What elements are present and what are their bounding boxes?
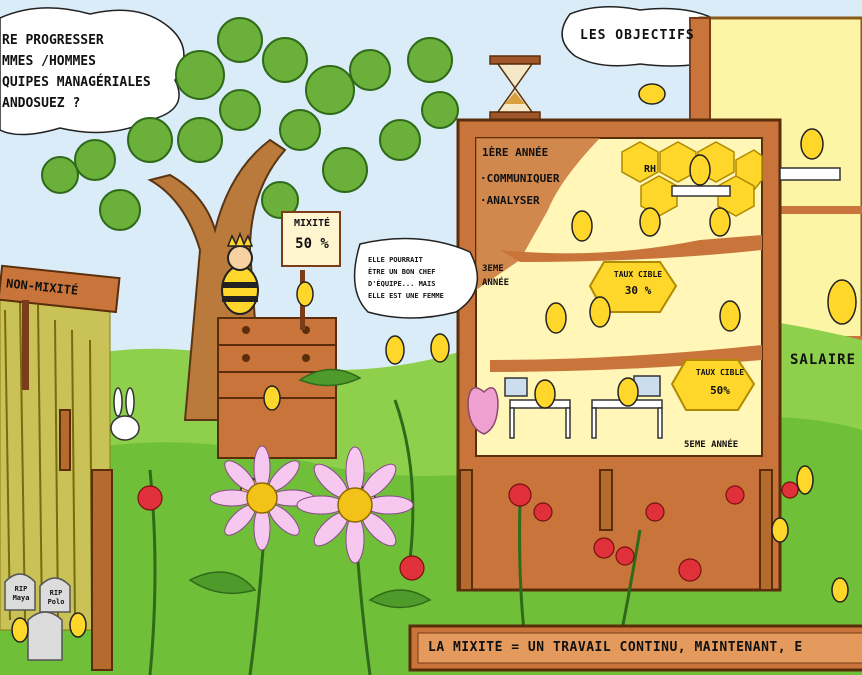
crown-icon [226, 231, 254, 247]
fence [59, 409, 113, 671]
queen-sign-line1: MIXITÉ [293, 218, 331, 229]
top-left-bubble-text: RE PROGRESSER MMES /HOMMES QUIPES MANAGÉ… [2, 33, 151, 111]
board-year1-label: 1ÈRE ANNÉE [482, 146, 549, 159]
grave-label-maya: RIP Maya [12, 585, 30, 602]
tree-icon [41, 17, 459, 421]
target2-label: TAUX CIBLE [695, 368, 745, 377]
salary-label: SALAIRE [790, 352, 857, 368]
bee-icon [221, 245, 259, 315]
board-item-analyser: ·ANALYSER [480, 194, 540, 207]
speech-bubble [353, 237, 479, 319]
target2-value: 50% [710, 384, 730, 397]
objectives-bubble-text: LES OBJECTIFS [580, 28, 695, 43]
queen-sign-line2: 50 % [295, 236, 329, 252]
target1-value: 30 % [624, 284, 652, 297]
target1-label: TAUX CIBLE [613, 270, 663, 279]
footer-banner-text: LA MIXITÉ = UN TRAVAIL CONTINU, MAINTENA… [428, 640, 803, 655]
board-year3-label: 3EME ANNÉE [482, 264, 510, 288]
rabbit-icon [110, 387, 140, 441]
target-tag-50 [670, 359, 756, 411]
chef-bubble-text: ELLE POURRAIT ÊTRE UN BON CHEF D'ÉQUIPE.… [368, 256, 444, 300]
board-year5-label: 5EME ANNÉE [684, 440, 739, 450]
target-tag-30 [588, 261, 678, 313]
board-rh-label: RH [644, 164, 657, 175]
flower-icon [137, 387, 799, 582]
board-item-communiquer: ·COMMUNIQUER [480, 172, 560, 185]
gravestone-icon [4, 573, 71, 661]
non-mixite-signpost [0, 264, 121, 390]
grave-label-polo: RIP Polo [47, 589, 65, 606]
